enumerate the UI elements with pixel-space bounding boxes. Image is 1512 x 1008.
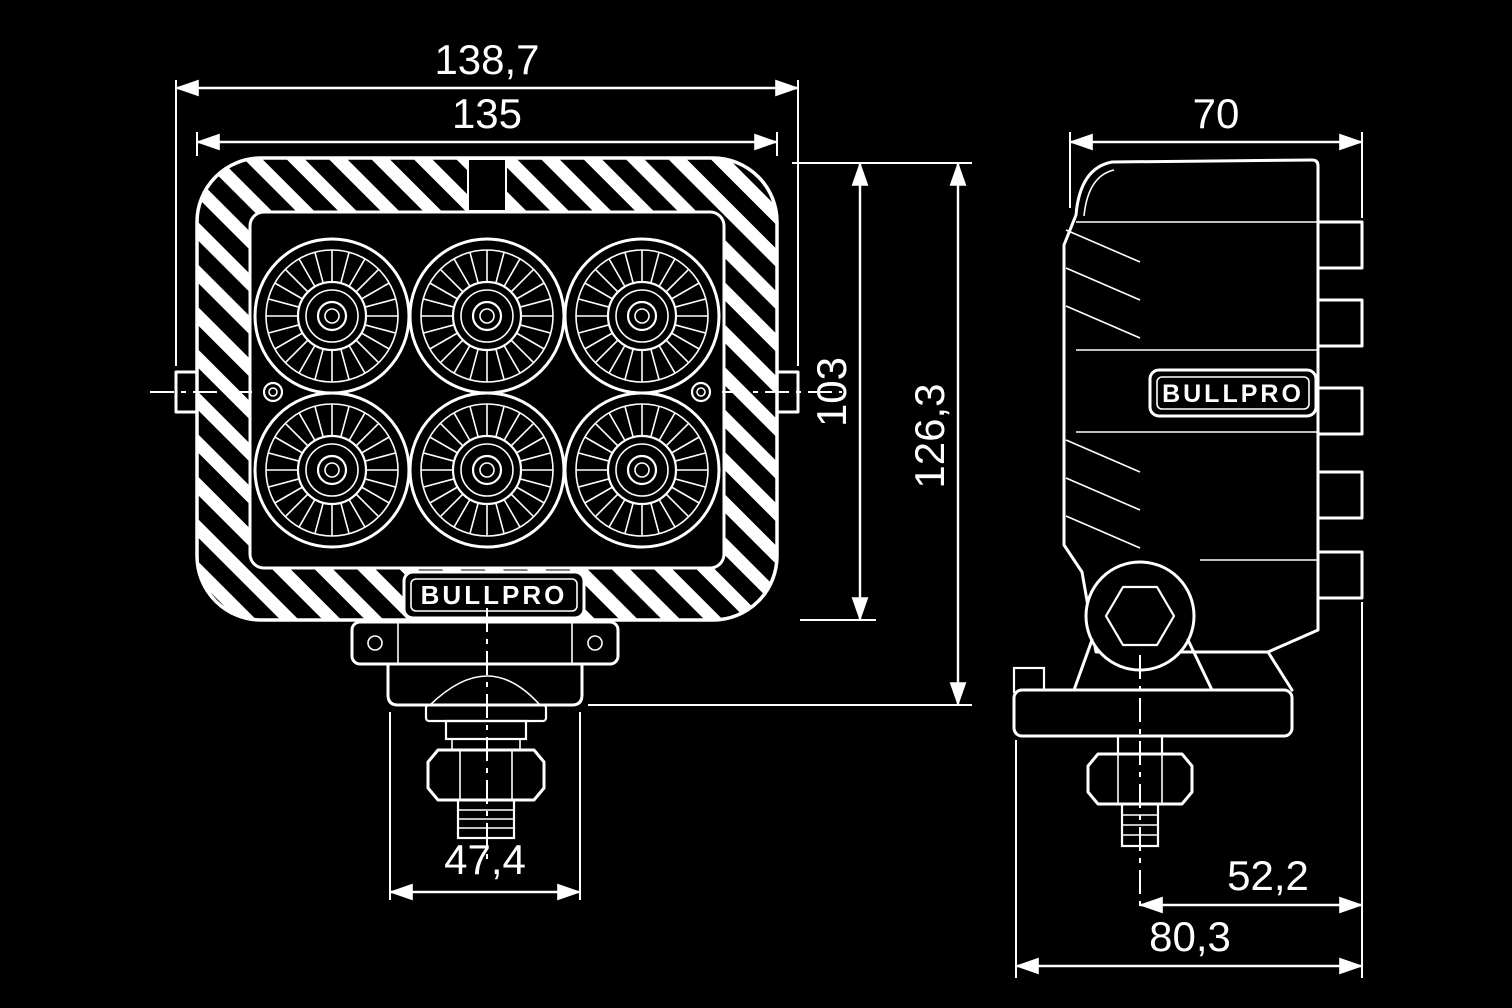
side-bolt: [1086, 734, 1194, 848]
dimension-bolt-to-back: 52,2: [1138, 602, 1364, 978]
dim-housing-width-label: 135: [452, 90, 522, 137]
dimension-bracket-width: 47,4: [388, 712, 582, 901]
dim-bolt-to-back-label: 52,2: [1227, 852, 1309, 899]
front-brand-label: BULLPRO: [421, 580, 568, 610]
side-hex-bolt-head: [1104, 585, 1176, 647]
side-body-details: [1065, 221, 1318, 561]
dimension-depth: 70: [1068, 90, 1364, 218]
side-brand-label: BULLPRO: [1162, 380, 1304, 408]
dim-bracket-width-label: 47,4: [444, 836, 526, 883]
side-base-plate: [1012, 688, 1294, 738]
front-brand-badge: BULLPRO: [402, 570, 586, 620]
front-bracket: [350, 620, 620, 707]
side-hex-nut: [1086, 752, 1194, 806]
dimension-housing-height: 103: [792, 161, 972, 622]
dim-overall-depth-label: 80,3: [1149, 913, 1231, 960]
dimension-overall-depth: 80,3: [1014, 740, 1364, 978]
dimension-overall-height: 126,3: [588, 161, 972, 707]
dim-housing-height-label: 103: [808, 357, 855, 427]
dimension-overall-width: 138,7: [174, 36, 800, 366]
front-top-notch: [467, 158, 507, 212]
front-view: BULLPRO: [150, 156, 842, 860]
dim-overall-height-label: 126,3: [906, 383, 953, 488]
lens-screws: [262, 381, 712, 403]
dimension-housing-width: 135: [195, 90, 779, 156]
side-heatsink-tabs: [1316, 220, 1364, 600]
dim-overall-width-label: 138,7: [434, 36, 539, 83]
side-brand-badge: BULLPRO: [1148, 368, 1318, 418]
side-view: BULLPRO: [1012, 158, 1364, 912]
dim-depth-label: 70: [1193, 90, 1240, 137]
side-bracket-boss: [1084, 560, 1196, 672]
front-hex-nut: [426, 748, 546, 802]
side-bracket: [1012, 560, 1294, 738]
